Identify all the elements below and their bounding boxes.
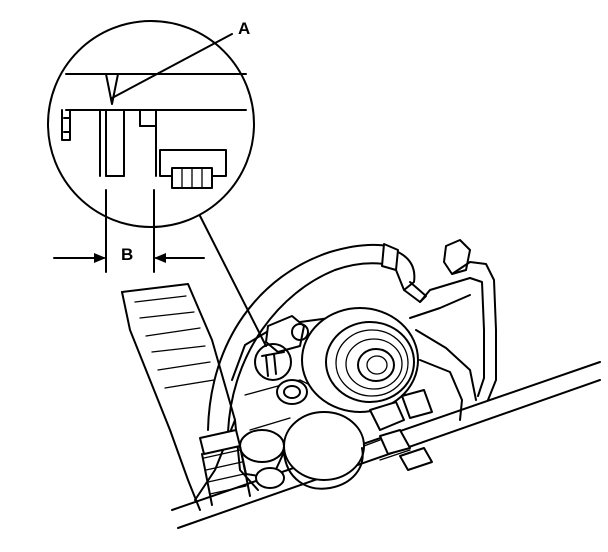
tensioner-parts <box>265 315 433 471</box>
leader-line <box>195 207 267 347</box>
dimension-b <box>53 189 205 273</box>
detail-location-circle <box>254 343 292 381</box>
pulley <box>301 307 419 413</box>
magnified-inset <box>47 20 255 228</box>
housing-cap <box>239 411 365 490</box>
leader-a <box>111 33 233 99</box>
inset-detail <box>61 73 247 189</box>
label-b: B <box>121 245 134 264</box>
coolant-hose <box>199 243 427 506</box>
label-a: A <box>238 19 251 38</box>
right-tube-assembly <box>409 239 497 421</box>
